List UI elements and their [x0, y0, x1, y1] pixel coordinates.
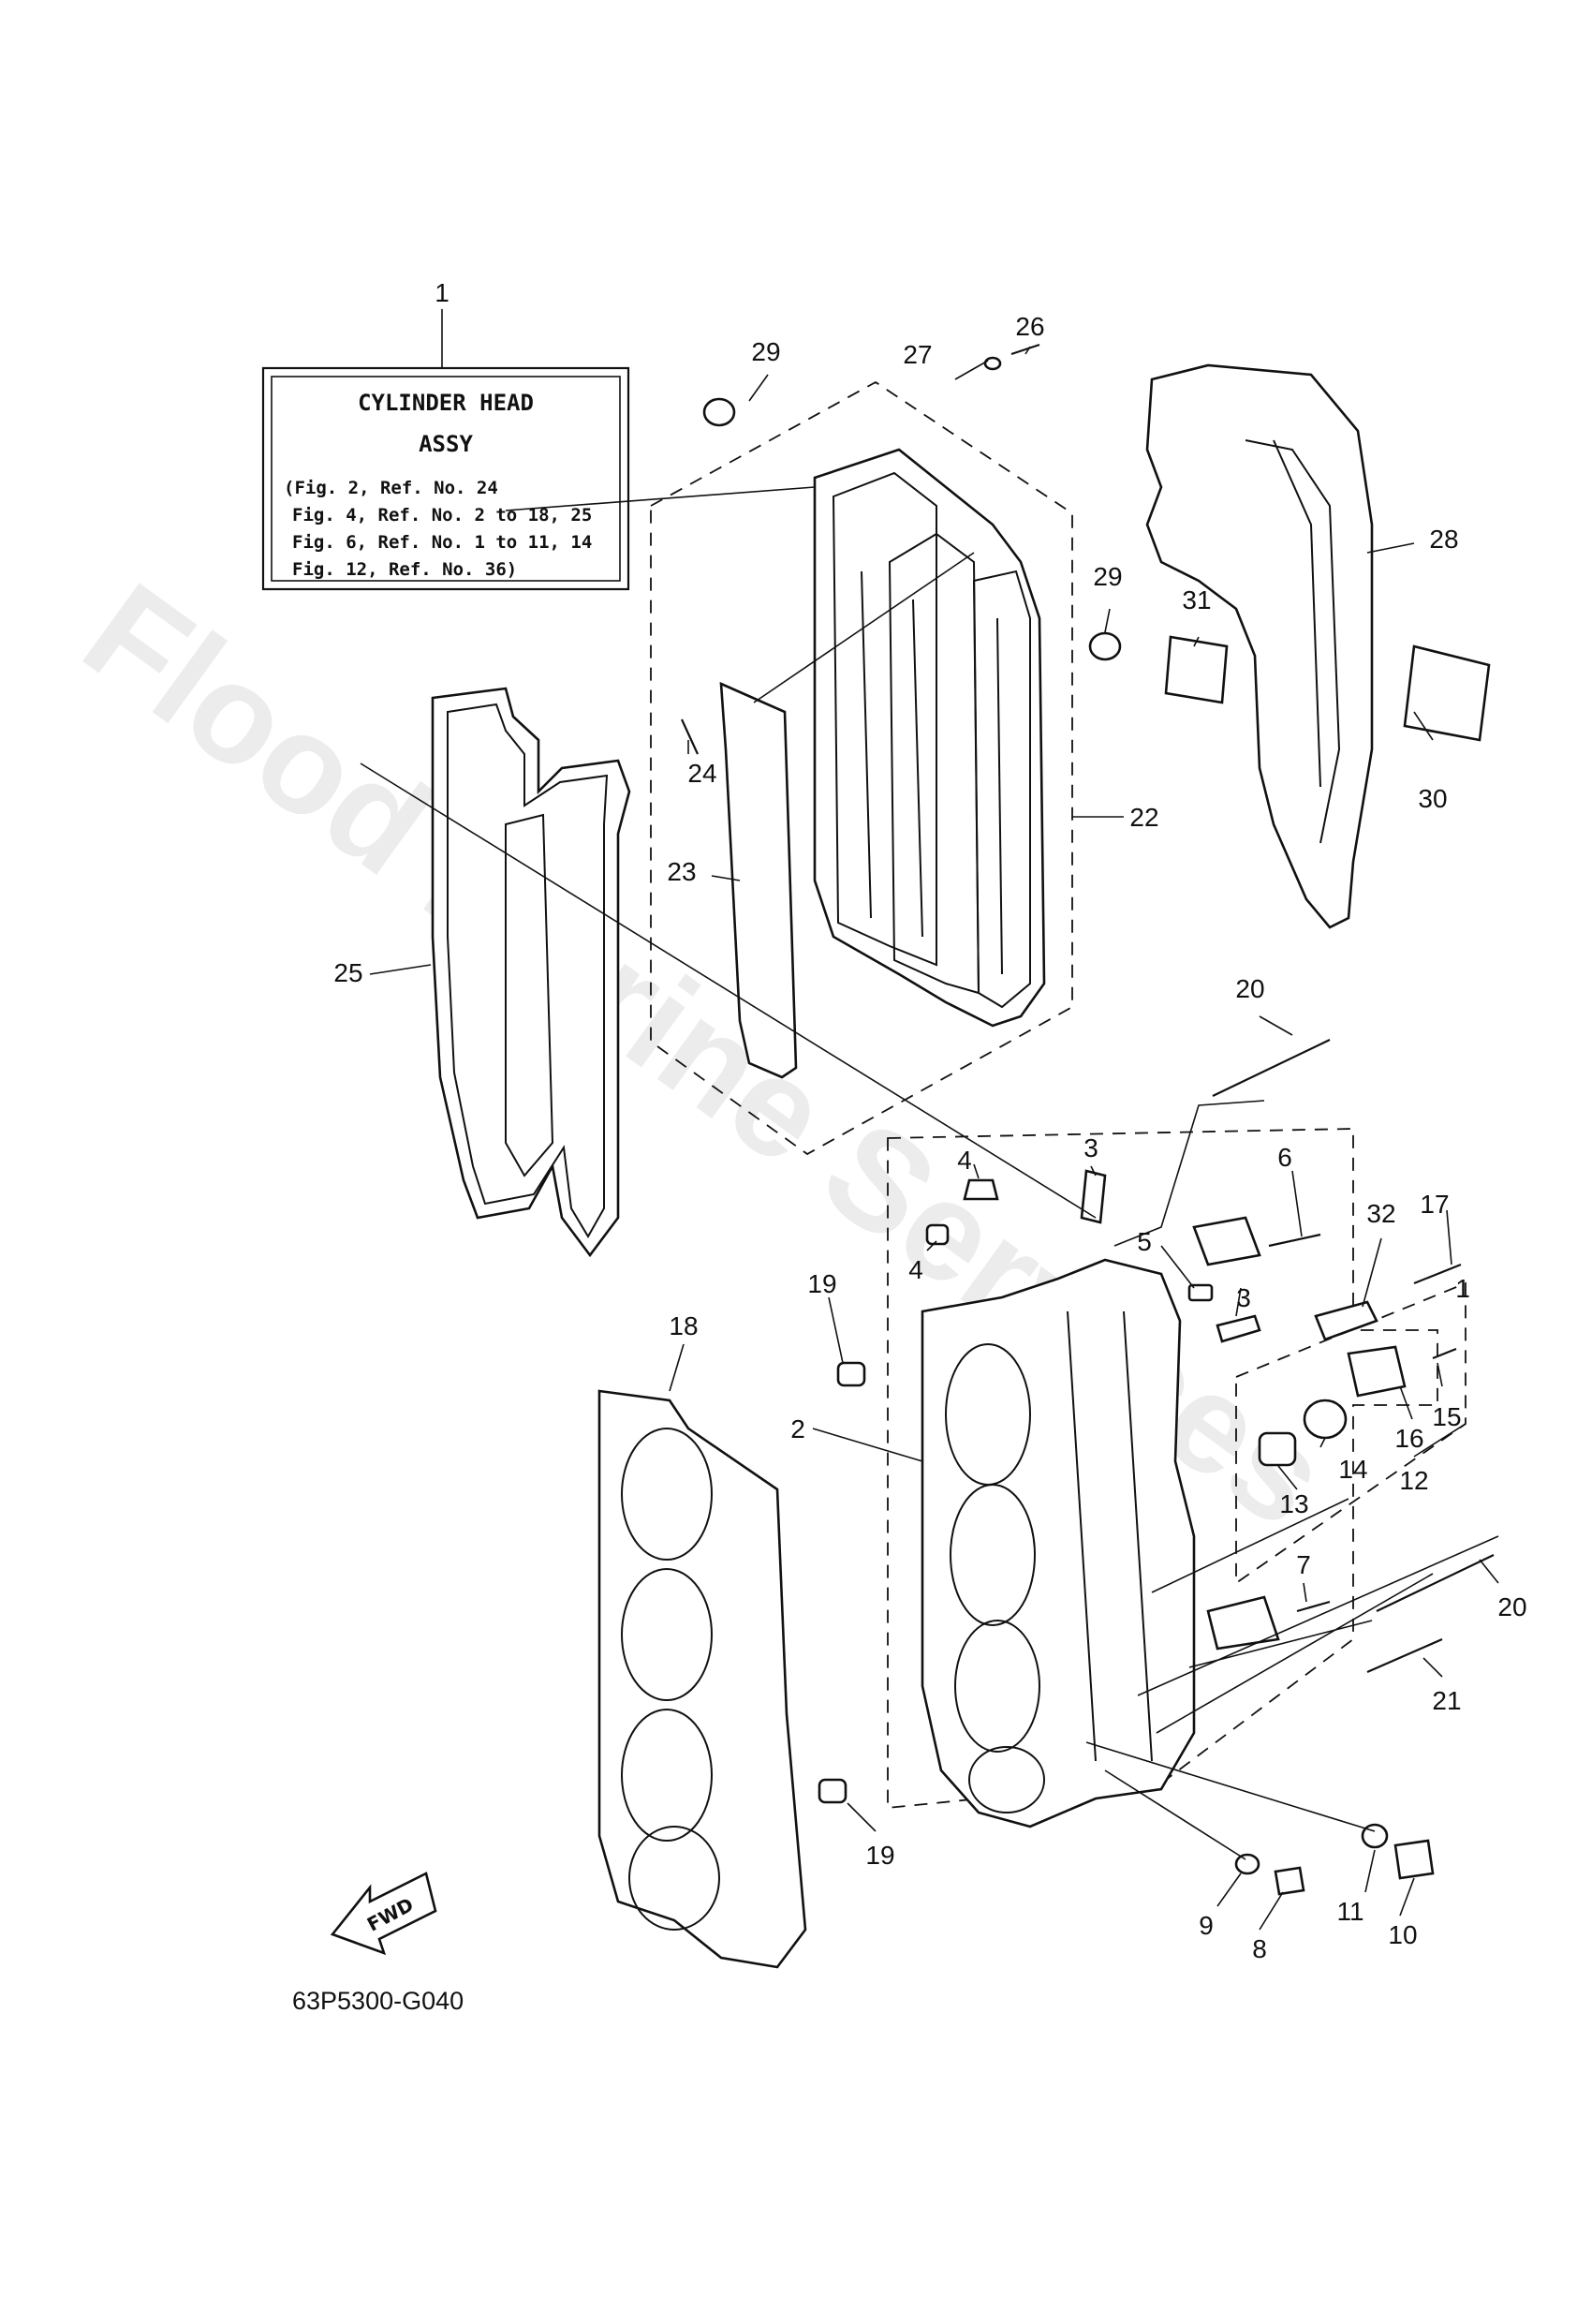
bolt-10: [1393, 1839, 1435, 1880]
callout-10: 10: [1388, 1920, 1417, 1949]
grommet-29-upper: [702, 397, 736, 427]
pin-3-lower: [1216, 1314, 1261, 1343]
callout-24: 24: [687, 759, 716, 788]
callout-5: 5: [1137, 1227, 1152, 1256]
callout-23: 23: [667, 857, 696, 886]
fwd-arrow: FWD: [330, 1872, 437, 1956]
callout-15: 15: [1432, 1402, 1461, 1431]
callout-21: 21: [1432, 1686, 1461, 1715]
plug-4: [963, 1178, 999, 1201]
bolt-6: [1268, 1233, 1321, 1248]
sensor-cover-16: [1347, 1345, 1407, 1398]
callout-14: 14: [1338, 1455, 1367, 1484]
cylinder-head-cover: [813, 448, 1046, 1028]
bolt-8: [1274, 1866, 1305, 1896]
callout-9: 9: [1199, 1911, 1214, 1940]
label-box: CYLINDER HEAD ASSY (Fig. 2, Ref. No. 24 …: [261, 366, 630, 591]
drawing-code: 63P5300-G040: [292, 1987, 464, 2015]
callout-1-secondary: 1: [1455, 1274, 1470, 1303]
callout-6: 6: [1277, 1143, 1292, 1172]
callout-2: 2: [790, 1414, 805, 1443]
callout-labels: 1 2 3 3 4 4 5 6 7 8 9 10 11 12 13 14 15 …: [333, 278, 1526, 1963]
bolt-7: [1296, 1600, 1331, 1613]
callout-26: 26: [1015, 312, 1044, 341]
callout-18: 18: [669, 1311, 698, 1340]
callout-28: 28: [1429, 525, 1458, 554]
leader-lines: [360, 309, 1499, 1931]
dowel-19-lower: [818, 1778, 847, 1804]
callout-7: 7: [1296, 1550, 1311, 1579]
cylinder-head: [921, 1258, 1196, 1828]
cover-assembly-outline: [650, 380, 1073, 1156]
label-box-outer: [261, 366, 630, 591]
pin-3-upper: [1080, 1169, 1107, 1224]
label-ref-line1: (Fig. 2, Ref. No. 24: [284, 478, 498, 498]
callout-1: 1: [435, 278, 450, 307]
callout-25: 25: [333, 958, 362, 987]
callout-27: 27: [903, 340, 932, 369]
sleeve-13: [1258, 1431, 1297, 1467]
head-gasket: [597, 1389, 807, 1969]
bolt-17: [1413, 1263, 1462, 1285]
callout-13: 13: [1279, 1489, 1308, 1518]
washer-9: [1234, 1853, 1260, 1875]
callout-11: 11: [1336, 1897, 1363, 1926]
label-box-inner: [271, 376, 621, 582]
callout-20-upper: 20: [1235, 974, 1264, 1003]
cover-gasket: [431, 687, 631, 1258]
ring-14: [1303, 1399, 1348, 1440]
callout-3-upper: 3: [1083, 1133, 1098, 1162]
pin-5: [1187, 1283, 1214, 1302]
callout-29-lower: 29: [1093, 562, 1122, 591]
grommet-29-lower: [1088, 631, 1122, 661]
callout-4-upper: 4: [957, 1146, 972, 1175]
plug-4-side: [925, 1223, 950, 1246]
label-ref-line3: Fig. 6, Ref. No. 1 to 11, 14: [292, 532, 592, 553]
decal-31: [1164, 635, 1229, 704]
bolt-15: [1432, 1347, 1457, 1360]
bolt-20-upper: [1212, 1039, 1331, 1097]
bolt-21: [1366, 1637, 1443, 1674]
dowel-19-upper: [836, 1361, 866, 1387]
callout-31: 31: [1182, 585, 1211, 614]
callout-3-lower: 3: [1236, 1283, 1251, 1312]
callout-8: 8: [1252, 1934, 1267, 1963]
callout-17: 17: [1420, 1190, 1449, 1219]
callout-19-upper: 19: [807, 1269, 836, 1298]
callout-32: 32: [1366, 1199, 1395, 1228]
callout-4-lower: 4: [908, 1255, 923, 1284]
washer-27: [983, 356, 1002, 371]
screw-26: [1010, 343, 1040, 356]
outer-cover: [1145, 363, 1374, 929]
decal-30: [1403, 644, 1491, 742]
label-title-line2: ASSY: [419, 431, 473, 457]
callout-19-lower: 19: [865, 1841, 894, 1870]
bracket-7: [1206, 1595, 1280, 1650]
callout-29-upper: 29: [751, 337, 780, 366]
sensor-32: [1314, 1300, 1378, 1341]
washer-11: [1361, 1823, 1389, 1849]
bolt-20-lower: [1376, 1554, 1495, 1612]
gasket-strip: [719, 681, 798, 1079]
label-title-line1: CYLINDER HEAD: [358, 390, 534, 416]
callout-16: 16: [1394, 1424, 1423, 1453]
callout-12: 12: [1399, 1466, 1428, 1495]
label-ref-line4: Fig. 12, Ref. No. 36): [292, 559, 517, 580]
bracket-6: [1192, 1216, 1261, 1266]
callout-30: 30: [1418, 784, 1447, 813]
screw-24: [681, 718, 699, 755]
callout-20-lower: 20: [1497, 1592, 1526, 1621]
callout-22: 22: [1129, 803, 1158, 832]
